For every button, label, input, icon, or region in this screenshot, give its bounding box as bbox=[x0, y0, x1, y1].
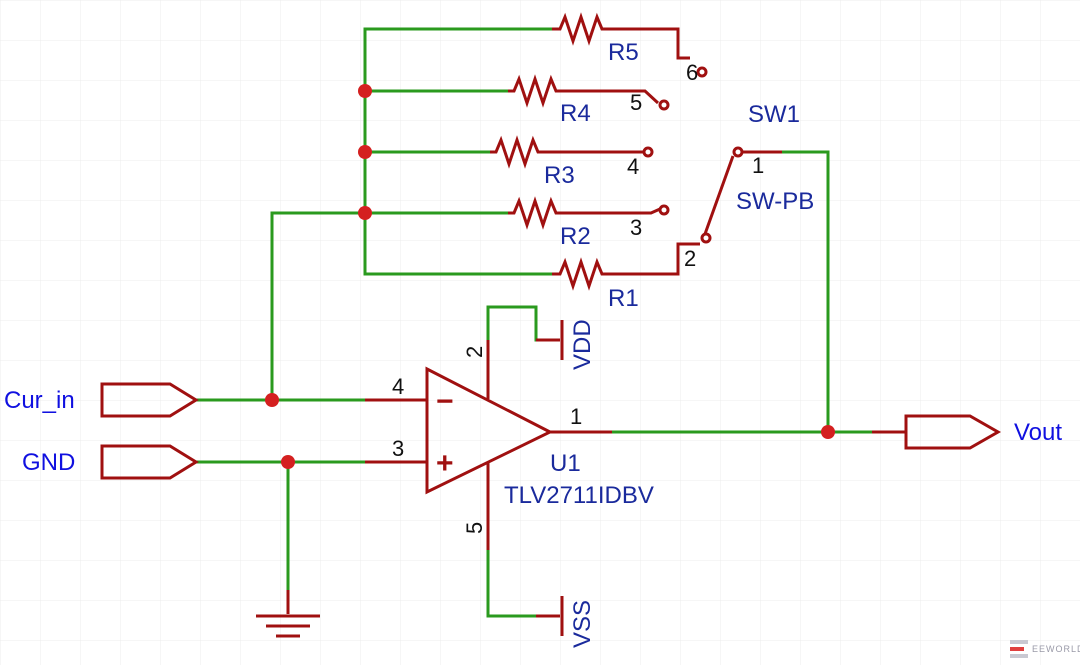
u1-value: TLV2711IDBV bbox=[504, 482, 654, 509]
noninverting-sign: + bbox=[436, 447, 454, 480]
wire-vdd bbox=[486, 305, 538, 342]
opamp-pin-4: 4 bbox=[392, 374, 404, 399]
sw-pin-6: 6 bbox=[686, 60, 698, 85]
opamp-pin-2: 2 bbox=[462, 346, 487, 358]
resistor-r4 bbox=[508, 74, 670, 111]
junction-dot bbox=[265, 393, 279, 407]
resistor-r5 bbox=[552, 12, 708, 78]
sw-pin-5: 5 bbox=[630, 90, 642, 115]
opamp-pin-5: 5 bbox=[462, 522, 487, 534]
junction-dot bbox=[281, 455, 295, 469]
r5-label: R5 bbox=[608, 39, 639, 66]
r2-label: R2 bbox=[560, 223, 591, 250]
r4-label: R4 bbox=[560, 100, 591, 127]
sw1-value: SW-PB bbox=[736, 188, 814, 215]
inverting-sign: − bbox=[436, 385, 454, 418]
sw-pin-1: 1 bbox=[752, 153, 764, 178]
r3-label: R3 bbox=[544, 162, 575, 189]
vss-symbol bbox=[536, 596, 564, 636]
resistor-r1 bbox=[552, 242, 700, 291]
sw-pin-2: 2 bbox=[684, 246, 696, 271]
opamp-pin-1: 1 bbox=[570, 404, 582, 429]
gnd-label: GND bbox=[22, 449, 75, 476]
port-vout bbox=[872, 414, 1002, 450]
sw-pin-4: 4 bbox=[627, 154, 639, 179]
sw-pin-3: 3 bbox=[630, 215, 642, 240]
vss-label: VSS bbox=[569, 600, 596, 648]
opamp-u1 bbox=[365, 340, 612, 550]
junction-dot bbox=[821, 425, 835, 439]
port-cur-in bbox=[100, 382, 199, 418]
resistor-r3 bbox=[490, 135, 654, 169]
r1-label: R1 bbox=[608, 285, 639, 312]
port-gnd bbox=[100, 444, 199, 480]
opamp-pin-3: 3 bbox=[392, 436, 404, 461]
switch-sw1 bbox=[700, 146, 782, 244]
u1-ref: U1 bbox=[550, 450, 581, 477]
resistor-r2 bbox=[508, 196, 670, 230]
wire-vss bbox=[486, 548, 538, 618]
junctions bbox=[265, 84, 835, 469]
sw1-ref: SW1 bbox=[748, 101, 800, 128]
junction-dot bbox=[358, 206, 372, 220]
vout-label: Vout bbox=[1014, 419, 1062, 446]
junction-dot bbox=[358, 145, 372, 159]
vdd-symbol bbox=[536, 320, 564, 360]
vdd-label: VDD bbox=[569, 319, 596, 370]
watermark-text: EEWORLD bbox=[1032, 644, 1080, 654]
ground-symbol bbox=[256, 590, 320, 638]
wire-switch-common bbox=[780, 150, 830, 434]
junction-dot bbox=[358, 84, 372, 98]
cur-in-label: Cur_in bbox=[4, 387, 75, 414]
watermark-logo: EEWORLD bbox=[1010, 640, 1080, 658]
